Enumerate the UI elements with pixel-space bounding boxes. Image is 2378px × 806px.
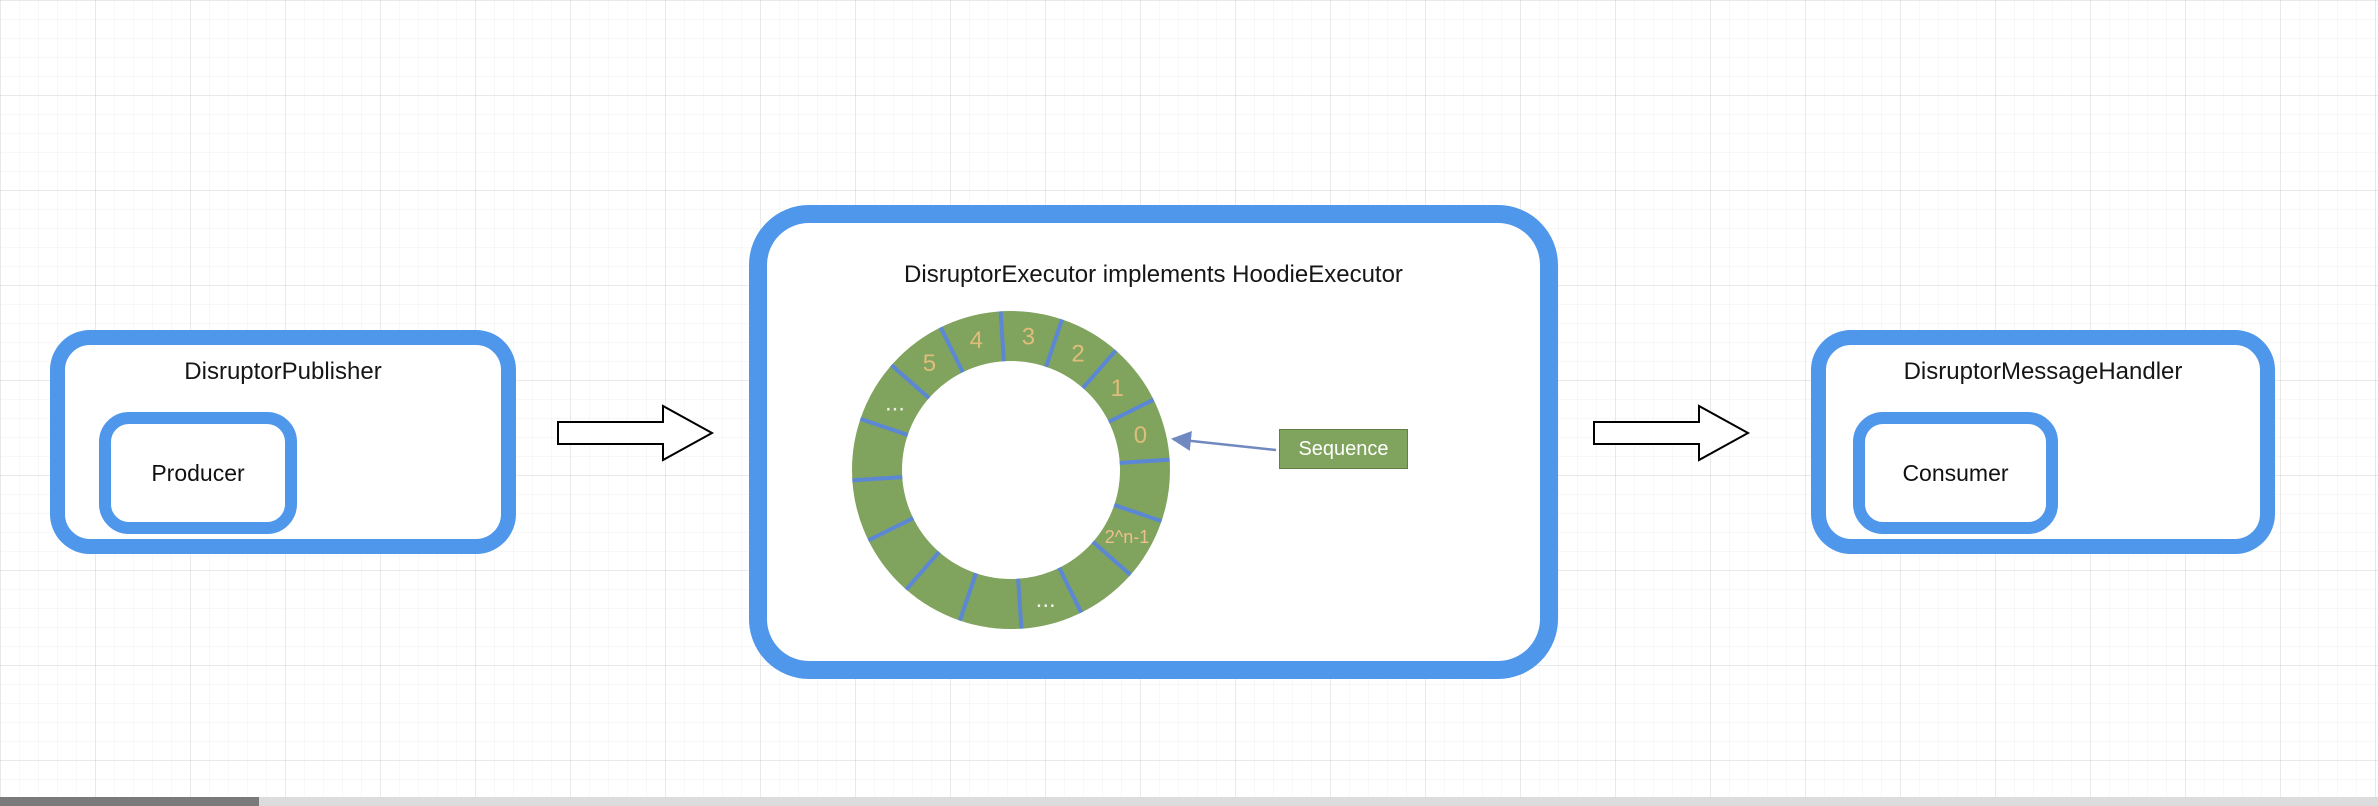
- ring-segment-divider: [867, 516, 915, 543]
- ring-slot-label: 0: [1134, 422, 1147, 449]
- consumer-label: Consumer: [1902, 459, 2009, 486]
- ring-segment-divider: [859, 416, 909, 437]
- sequence-box: Sequence: [1279, 429, 1408, 469]
- ring-segment-divider: [938, 326, 965, 374]
- flow-arrow-left-shape: [557, 404, 715, 462]
- executor-title: DisruptorExecutor implements HoodieExecu…: [904, 261, 1403, 288]
- ring-segment-divider: [1081, 349, 1118, 390]
- ring-segment-divider: [998, 311, 1006, 362]
- producer-box: Producer: [99, 412, 297, 534]
- consumer-box: Consumer: [1853, 412, 2058, 534]
- ring-segment-divider: [1044, 318, 1065, 368]
- ring-segment-divider: [1107, 397, 1155, 424]
- ring-segment-divider: [1057, 566, 1084, 614]
- ring-slot-label: 1: [1111, 375, 1124, 402]
- ring-segment-divider: [957, 572, 978, 622]
- ring-slot-label: 3: [1022, 324, 1035, 351]
- ring-segment-divider: [1091, 540, 1132, 577]
- publisher-title: DisruptorPublisher: [184, 358, 382, 385]
- ring-buffer: ... 5 4 3 210 2^n-1...: [852, 311, 1277, 629]
- ring-slot-label: 2^n-1: [1105, 527, 1149, 547]
- horizontal-scrollbar-track[interactable]: [0, 797, 2378, 806]
- horizontal-scrollbar-thumb[interactable]: [0, 797, 259, 806]
- ring-segment-divider: [890, 363, 931, 400]
- producer-label: Producer: [151, 459, 245, 486]
- handler-title: DisruptorMessageHandler: [1903, 358, 2183, 385]
- ring-segment-divider: [1113, 503, 1163, 524]
- flow-arrow-left: [557, 404, 715, 462]
- ring-slot-label: ...: [885, 390, 905, 417]
- ring-slot-label: 2: [1071, 340, 1084, 367]
- ring-slot-label: 4: [970, 327, 983, 354]
- flow-arrow-right: [1593, 404, 1751, 462]
- ring-segment-divider: [1016, 578, 1024, 629]
- ring-segment-divider: [1119, 457, 1170, 465]
- sequence-pointer-arrow: [1171, 430, 1277, 452]
- executor-group: DisruptorExecutor implements HoodieExecu…: [749, 205, 1558, 679]
- handler-group: DisruptorMessageHandler Consumer: [1811, 330, 2275, 554]
- ring-segment-divider: [852, 475, 903, 483]
- flow-arrow-right-shape: [1593, 404, 1751, 462]
- ring-segment-divider: [904, 550, 941, 591]
- sequence-label: Sequence: [1298, 437, 1389, 460]
- publisher-group: DisruptorPublisher Producer: [50, 330, 516, 554]
- ring-buffer-donut: [852, 311, 1170, 629]
- ring-slot-label: ...: [1036, 586, 1056, 613]
- ring-slot-label: 5: [923, 350, 936, 377]
